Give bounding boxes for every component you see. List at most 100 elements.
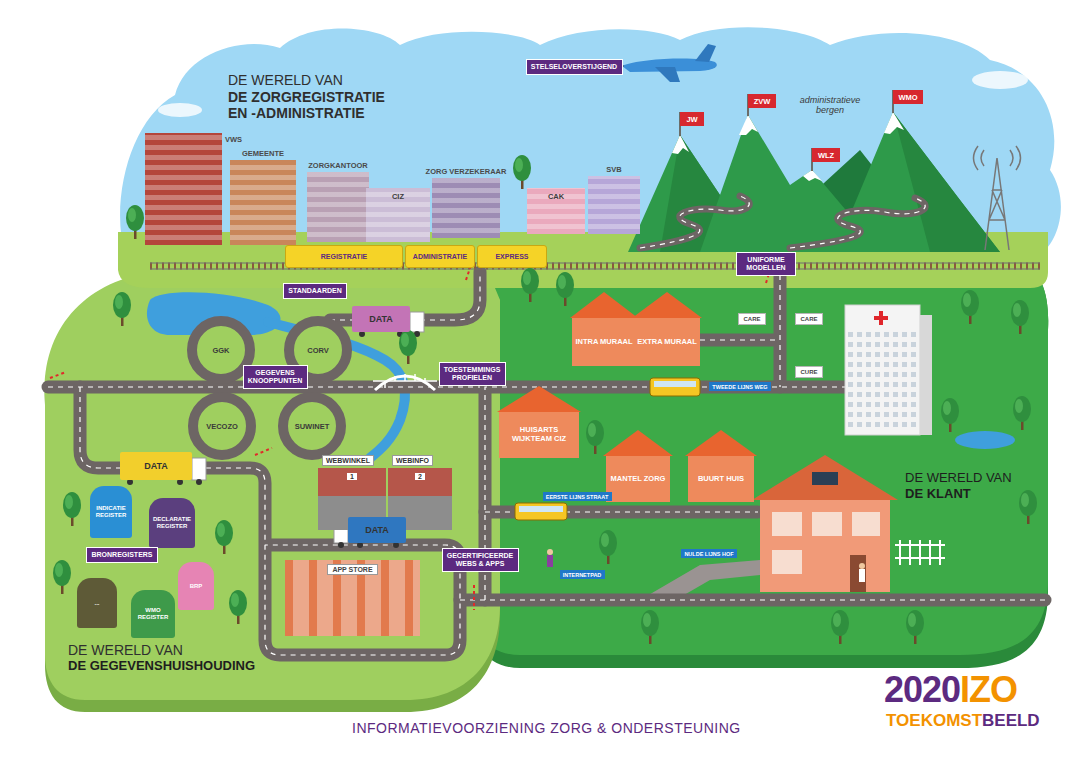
mountain-road	[790, 198, 925, 248]
mountain-note: administratieve bergen	[793, 95, 867, 116]
node-text: WLZ	[818, 151, 834, 160]
window	[772, 550, 802, 574]
sign-board: TOESTEMMINGS PROFIELEN	[439, 362, 506, 386]
node-text: EXPRESS	[495, 253, 528, 260]
street-sign: INTERNETPAD	[560, 570, 605, 579]
tree	[229, 590, 247, 624]
node-text: GECERTIFICEERDE WEBS & APPS	[446, 552, 515, 568]
node-text: VWS	[225, 135, 242, 144]
bus-windows	[519, 506, 563, 512]
node-text: WMO	[898, 93, 917, 102]
barrier	[255, 448, 272, 455]
node-text: TWEEDE LIJNS WEG	[712, 384, 767, 390]
signal-waves	[974, 146, 1021, 170]
bridge-rail	[373, 374, 437, 388]
region-heading: DE KLANT	[905, 486, 971, 501]
mountain-flag: WMO	[893, 90, 923, 104]
node-text: DATA	[369, 314, 393, 324]
airplane-wing	[655, 67, 680, 82]
mountain-road	[640, 196, 749, 248]
mountains	[628, 112, 1000, 252]
direction-sign: CURE	[795, 366, 823, 378]
sign-board: BRONREGISTERS	[86, 547, 158, 563]
node-text: EXTRA MURAAL	[637, 338, 697, 347]
people	[547, 549, 865, 582]
register-tank: WMO REGISTER	[131, 590, 175, 638]
roof	[632, 292, 702, 318]
node-text: ADMINISTRATIE	[413, 253, 467, 260]
roof	[497, 386, 581, 412]
client-house	[760, 500, 890, 592]
node-text: CURE	[800, 369, 817, 375]
logo-text: 2020	[884, 672, 960, 708]
hospital-side	[920, 315, 932, 435]
airplane-tail	[695, 44, 716, 62]
roundabout: SUWINET	[278, 392, 346, 460]
node-text: INTERNETPAD	[563, 572, 602, 578]
node-text: APP STORE	[327, 564, 377, 575]
wheel	[196, 479, 202, 485]
road-marking	[460, 599, 1045, 600]
road	[700, 275, 780, 387]
logo-text: IZO	[960, 672, 1017, 708]
window	[772, 512, 802, 536]
snow-cap	[803, 170, 822, 181]
house: MANTEL ZORG	[606, 456, 670, 502]
sign-board: GECERTIFICEERDE WEBS & APPS	[442, 548, 519, 572]
mountain-roads	[640, 196, 925, 248]
region-heading: DE GEGEVENSHUISHOUDING	[68, 658, 255, 673]
truck-cab	[192, 458, 206, 480]
region-heading: DE WERELD VAN	[905, 470, 1012, 485]
person-head	[859, 563, 865, 569]
house: BUURT HUIS	[688, 456, 754, 502]
door	[850, 555, 866, 592]
tree	[113, 292, 131, 326]
window	[812, 512, 842, 536]
mountain-shade	[893, 112, 1000, 252]
road-markings	[48, 196, 1045, 655]
tree	[906, 610, 924, 644]
mountain-flag: WLZ	[812, 148, 840, 162]
node-text: CARE	[743, 316, 760, 322]
node-text: DATA	[365, 525, 389, 535]
node-text: BUURT HUIS	[698, 475, 744, 484]
node-text: VECOZO	[206, 422, 238, 431]
register-tank: BRP	[178, 562, 214, 610]
caption: INFORMATIEVOORZIENING ZORG & ONDERSTEUNI…	[352, 720, 741, 736]
roof	[570, 292, 638, 318]
logo-text: TOEKOMST	[886, 712, 982, 729]
register-tank: DECLARATIE REGISTER	[149, 498, 195, 548]
sky	[120, 27, 1061, 255]
node-text: REGISTRATIE	[321, 253, 368, 260]
rail-ties	[150, 263, 1040, 270]
node-text: 1	[347, 473, 357, 480]
node-text: GEMEENTE	[242, 149, 284, 158]
road-marking	[790, 198, 925, 248]
street-sign: EERSTE LIJNS STRAAT	[543, 492, 612, 501]
direction-sign: CARE	[795, 313, 823, 325]
node-text: STANDAARDEN	[288, 287, 342, 295]
rail	[150, 263, 1040, 264]
tree	[1013, 396, 1031, 430]
tree	[961, 290, 979, 324]
bus	[515, 503, 567, 520]
fence	[895, 540, 945, 565]
tree	[941, 398, 959, 432]
logo-row: 2020IZO	[884, 672, 1017, 708]
office-building: SVB	[588, 176, 640, 234]
office-building: CAK	[527, 188, 585, 234]
node-text: GEGEVENS KNOOPPUNTEN	[247, 369, 304, 385]
wheels	[127, 331, 420, 548]
train-car: EXPRESS	[477, 245, 547, 268]
train-car: ADMINISTRATIE	[405, 245, 475, 268]
register-tank: INDICATIE REGISTER	[90, 486, 132, 538]
tree	[513, 155, 531, 189]
node-text: ZORG VERZEKERAAR	[426, 167, 507, 176]
person-body	[859, 569, 865, 582]
node-text: SVB	[606, 165, 621, 174]
tree	[831, 610, 849, 644]
mountain-flag: JW	[680, 112, 704, 126]
red-cross	[874, 316, 888, 320]
antenna-mast	[985, 158, 1009, 250]
logo-text: BEELD	[982, 712, 1040, 729]
